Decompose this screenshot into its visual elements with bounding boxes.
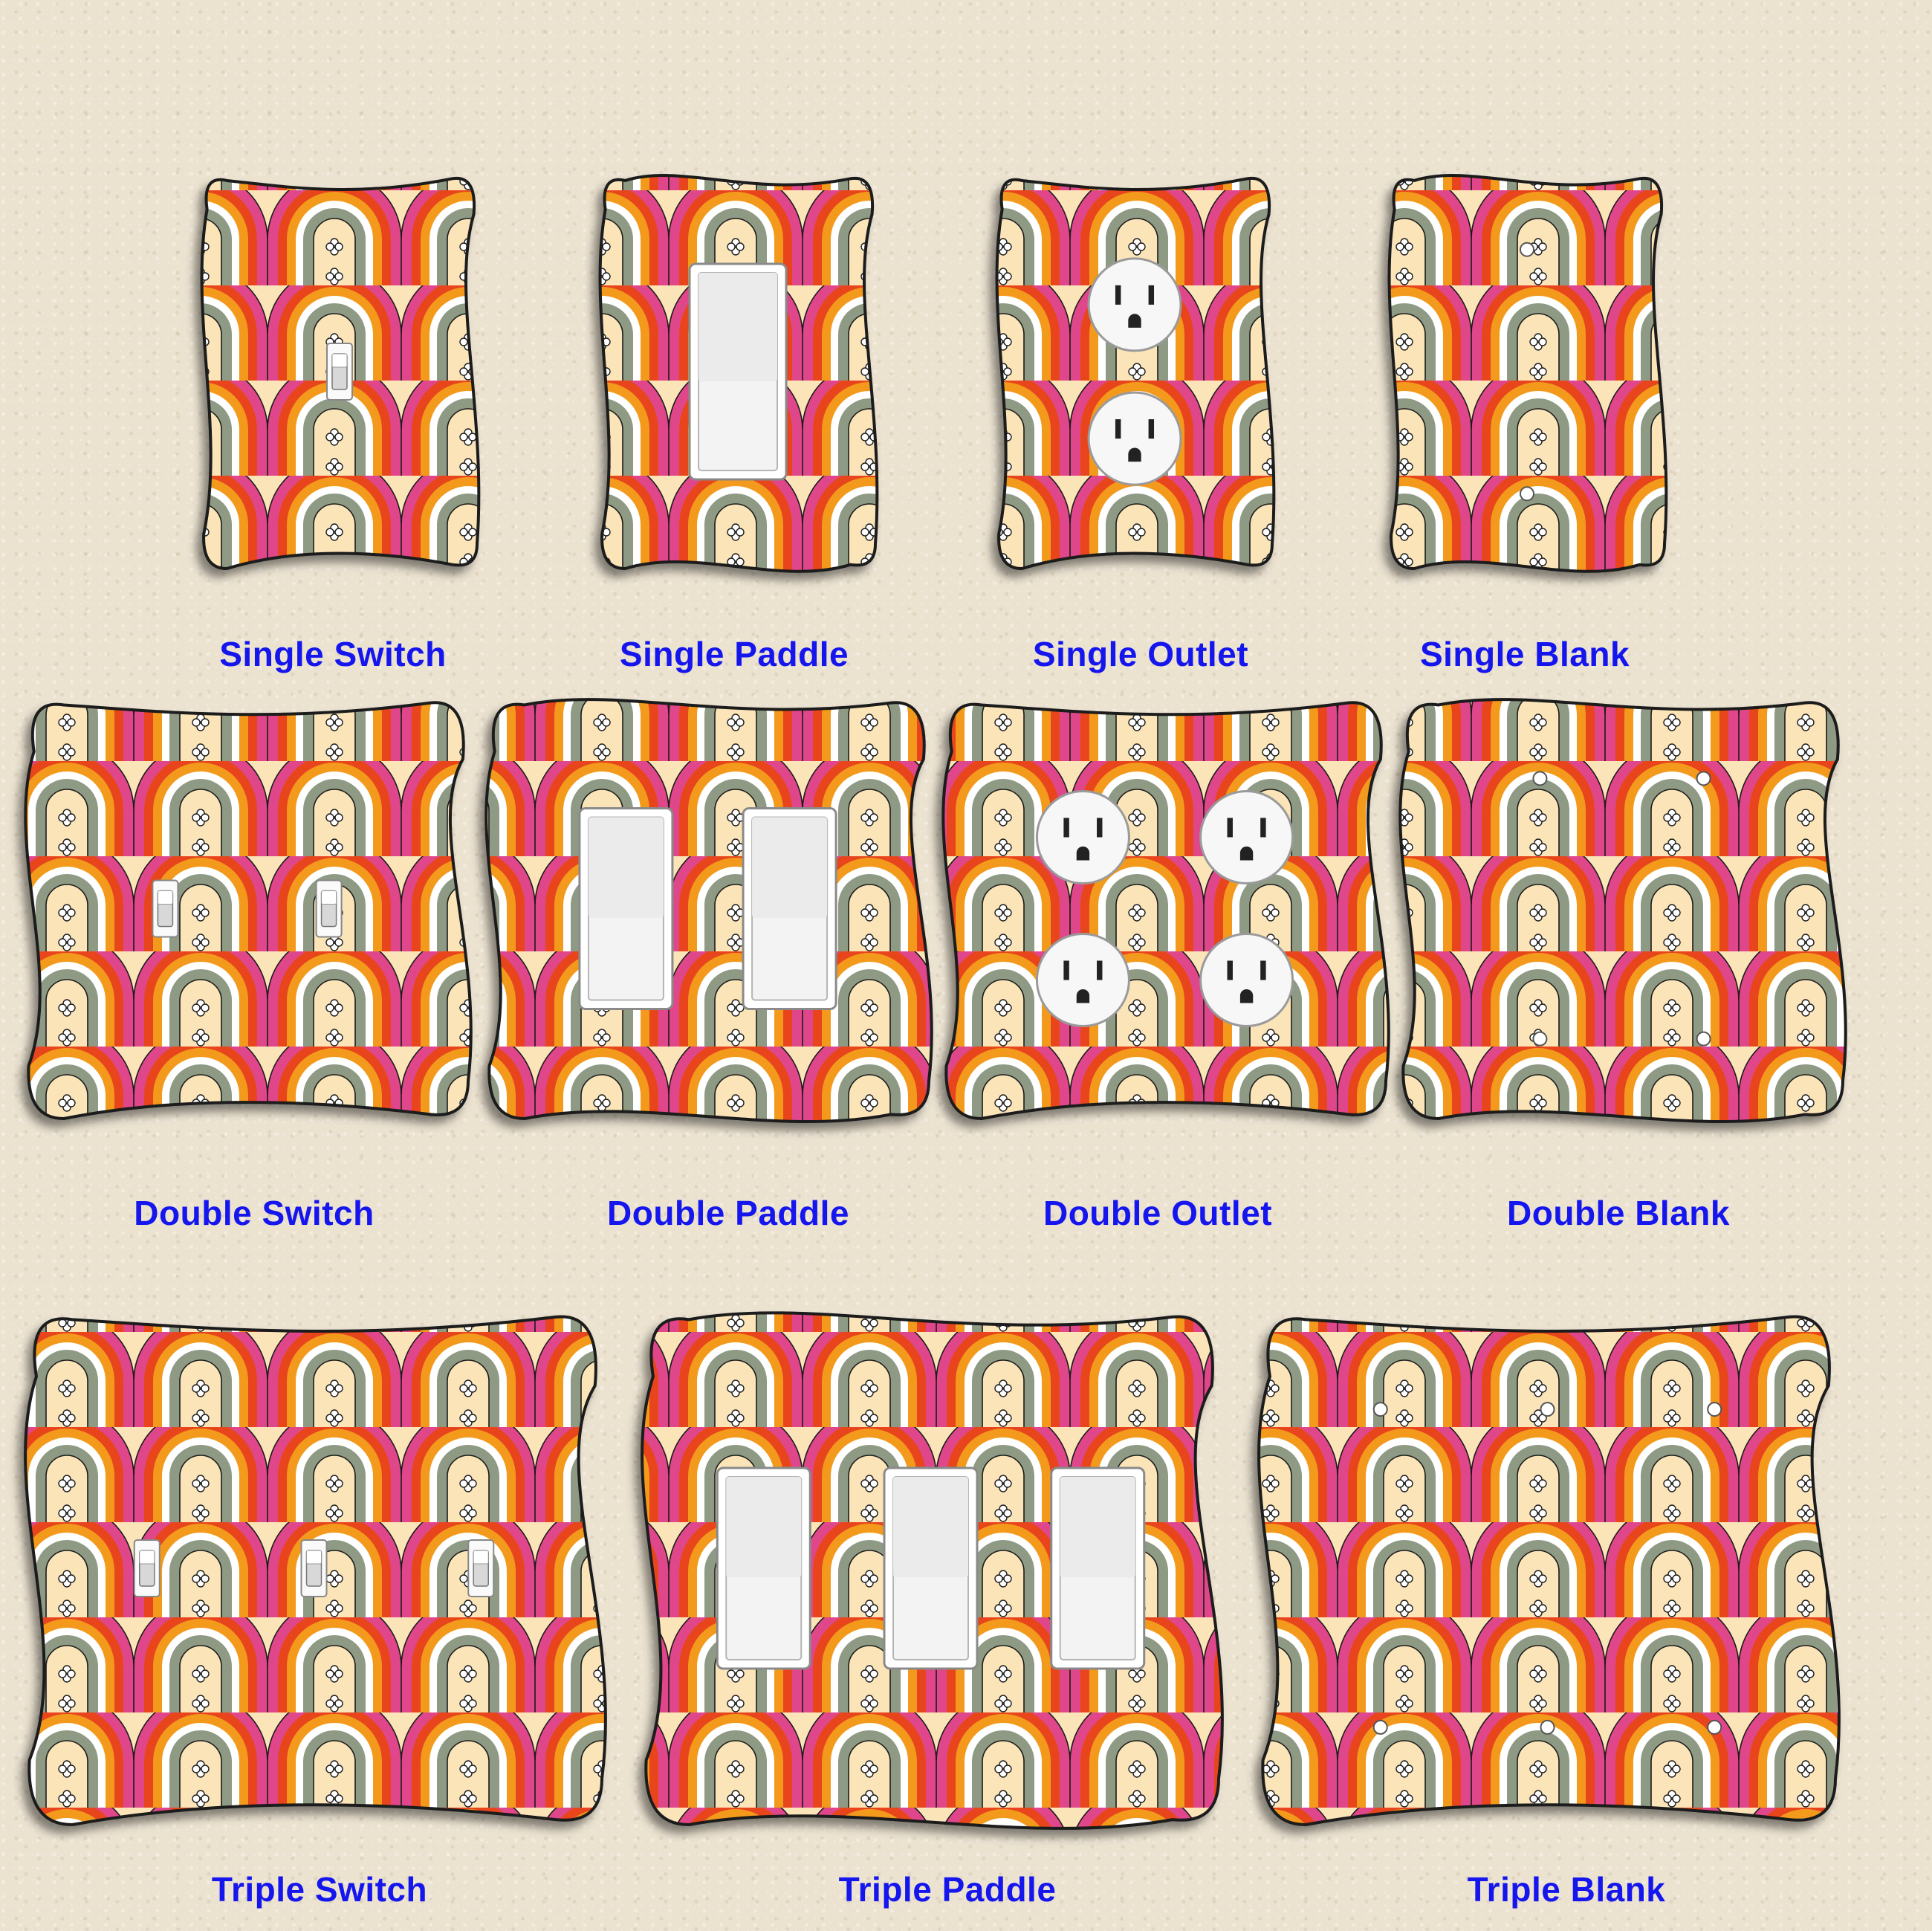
paddle-rocker-top	[698, 273, 777, 382]
screw-hole	[1520, 242, 1534, 257]
outlet-face	[1035, 933, 1130, 1028]
plate-shape	[484, 698, 933, 1124]
product-label: Double Blank	[1507, 1194, 1730, 1232]
plate-shape	[995, 176, 1276, 571]
screw-hole	[1707, 1719, 1722, 1735]
screw-hole	[1532, 771, 1548, 786]
wall-plate-triple-paddle	[641, 1311, 1224, 1830]
outlet-face	[1035, 789, 1130, 884]
screw-hole	[1520, 486, 1534, 502]
screw-hole	[1372, 1719, 1388, 1735]
outlet-slot-right	[1148, 419, 1155, 439]
outlet-face	[1199, 933, 1294, 1028]
plate-shape	[24, 701, 473, 1121]
wall-plate-single-outlet	[995, 176, 1276, 571]
outlet-face	[1087, 257, 1182, 352]
toggle-lever-tip	[473, 1550, 489, 1565]
outlet-face	[1087, 391, 1182, 486]
outlet-slot-left	[1227, 818, 1233, 838]
paddle-rocker-top	[588, 817, 664, 918]
outlet-slot-right	[1097, 818, 1103, 838]
toggle-lever-tip	[139, 1550, 155, 1565]
screw-hole	[1696, 1031, 1711, 1047]
outlet-slot-right	[1260, 960, 1266, 980]
wall-plate-triple-blank	[1257, 1315, 1841, 1827]
wall-plate-double-blank	[1398, 698, 1847, 1124]
outlet-ground	[1076, 846, 1090, 861]
outlet-slot-left	[1063, 818, 1069, 838]
product-label: Double Paddle	[607, 1194, 849, 1232]
product-label: Double Switch	[134, 1194, 375, 1232]
screw-hole	[1540, 1719, 1555, 1735]
product-label: Triple Switch	[211, 1870, 428, 1909]
wall-plate-triple-switch	[24, 1315, 607, 1827]
plate-shape	[1387, 174, 1668, 573]
outlet-slot-right	[1260, 818, 1266, 838]
product-label: Single Switch	[219, 635, 447, 673]
toggle-lever-tip	[331, 353, 348, 368]
outlet-slot-left	[1115, 419, 1121, 439]
outlet-ground	[1076, 989, 1090, 1003]
toggle-lever-tip	[157, 890, 173, 905]
screw-hole	[1707, 1402, 1722, 1417]
outlet-face	[1199, 789, 1294, 884]
outlet-ground	[1128, 447, 1141, 462]
screw-hole	[1540, 1402, 1555, 1417]
plate-shape	[1257, 1315, 1841, 1827]
product-label: Triple Blank	[1467, 1870, 1666, 1909]
toggle-lever-tip	[321, 890, 337, 905]
outlet-slot-left	[1227, 960, 1233, 980]
paddle-rocker-top	[752, 817, 828, 918]
plate-shape	[941, 701, 1390, 1121]
product-label: Triple Paddle	[838, 1870, 1057, 1909]
wall-plate-single-switch	[200, 176, 481, 571]
screw-hole	[1532, 1031, 1548, 1047]
screw-hole	[1696, 771, 1711, 786]
paddle-rocker-top	[1060, 1477, 1135, 1578]
product-label: Single Paddle	[619, 635, 849, 673]
outlet-ground	[1128, 314, 1141, 328]
outlet-slot-right	[1097, 960, 1103, 980]
outlet-ground	[1239, 846, 1254, 861]
paddle-rocker-top	[726, 1477, 802, 1578]
screw-hole	[1372, 1402, 1388, 1417]
wall-plate-double-switch	[24, 701, 473, 1121]
outlet-ground	[1239, 989, 1254, 1003]
outlet-slot-right	[1148, 285, 1155, 305]
plate-shape	[1398, 698, 1847, 1124]
paddle-rocker-top	[893, 1477, 968, 1578]
wall-plate-single-paddle	[598, 174, 879, 573]
product-label: Double Outlet	[1043, 1194, 1273, 1232]
wall-plate-single-blank	[1387, 174, 1668, 573]
outlet-slot-left	[1115, 285, 1121, 305]
wall-plate-double-outlet	[941, 701, 1390, 1121]
wall-plate-double-paddle	[484, 698, 933, 1124]
product-label: Single Blank	[1419, 635, 1630, 673]
product-label: Single Outlet	[1032, 635, 1249, 673]
outlet-slot-left	[1063, 960, 1069, 980]
toggle-lever-tip	[306, 1550, 322, 1565]
